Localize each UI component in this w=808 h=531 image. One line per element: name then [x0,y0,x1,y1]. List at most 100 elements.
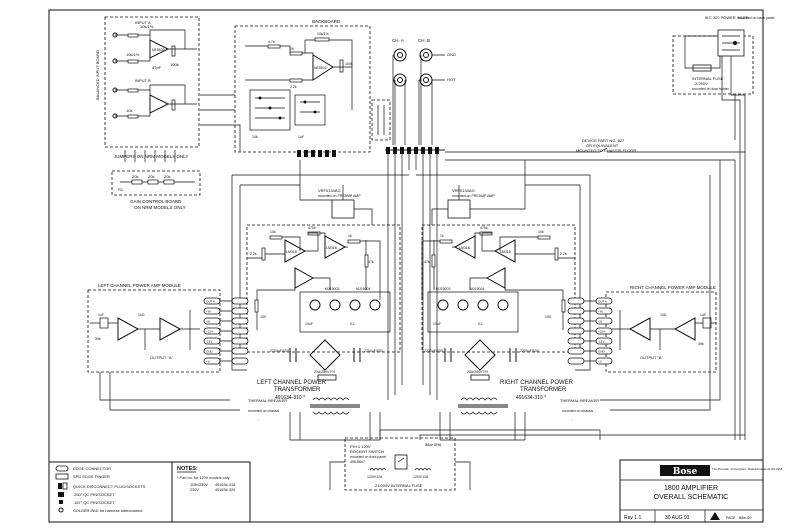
bi-part-8: 10k [126,108,132,113]
date-label: 30 AUG 93 [665,515,690,521]
switch-title: PH+1 120V [350,444,371,449]
left-part-1: 10k [270,230,276,234]
left-cap-2: 2200uF/63V [364,349,384,353]
left-power-amp-module: LEFT CHANNEL POWER AMP MODULE 1uF 39k 10… [87,283,249,373]
gain-part-1: 20k [132,174,138,179]
left-transistors-2: MJ15004 [356,287,370,291]
right-part-8: 0.1 [478,322,483,326]
left-fuse: 20A/250V FH [314,370,335,374]
lm-pin-1: OUT A [206,300,215,304]
sheet-border [48,9,764,523]
right-power-amp-module: RIGHT CHANNEL POWER AMP MODULE 1uF 39k 1… [567,285,717,373]
rm-pin-2: +IN [598,310,603,314]
right-thermal-note: mounted on chassis [562,409,593,413]
balanced-input-board: BALANCED INPUT BOARD 10k/1% 10k/1% 100k … [95,16,200,162]
legend-item-3: QUICK DISCONNECT PLUG/SOCKETS [73,484,146,489]
left-part-7: 10uF [305,322,313,326]
breaker-line2: OR EQUIVALENT [586,143,619,148]
notes-line3b: 491634-320 [215,488,235,492]
rm-pin-7: +V [598,360,602,364]
legend-item-1: EDGE CONNECTOR [73,466,111,471]
lm-part-2: 39k [95,337,101,341]
rm-pin-6: GND [598,350,606,354]
fuse-label: INTERNAL FUSE [692,76,724,81]
switch-relay-1: 120V/12A [367,475,383,479]
right-part-no: 491634-310 * [516,395,546,401]
right-part-1: 10k [538,230,544,234]
switch-line2: ROCKER SWITCH [350,449,384,454]
right-module-title: RIGHT CHANNEL POWER AMP MODULE [630,285,716,290]
switch-line3: mounted on front panel [350,455,386,459]
bb-part-2: 2k [290,47,294,51]
brand-sub: The Mountain, Framingham, Massachusetts … [712,467,783,471]
right-part-3: 1k [440,234,444,238]
right-transistors: MJ15003 [436,287,450,291]
left-part-3: 1k [348,234,352,238]
switch-relay-2: 120V/12A [413,475,429,479]
hot-label: HOT [447,77,456,82]
left-thermal-value: - [258,417,260,421]
left-part-no: 491634-310 * [275,395,305,401]
fuse-value: 2/250V [695,81,708,86]
right-part-4: 47k [424,260,430,264]
right-transformer-sub: TRANSFORMER [520,387,567,393]
rm-part-2: 39k [698,342,704,346]
bi-part-1: 10k/1% [140,24,154,29]
notes-line1: * Part no. for 120V models only. [177,476,230,480]
bi-part-4: 47pF [152,65,162,70]
sheet-label: PAGE [726,516,736,520]
right-regulator: VRF0134AG [452,188,475,193]
backboard-title: BACKBOARD [312,19,341,24]
ch-a-label: CH. A [392,38,404,43]
iec-mount-note: mounted on back panel [738,16,775,20]
legend-item-4: .250" QC PIN/SOCKET [73,492,115,497]
balanced-input-title: BALANCED INPUT BOARD [95,50,100,100]
lm-pin-6: GND [206,350,214,354]
left-transformer-sub: TRANSFORMER [274,387,321,393]
rm-pin-1: OUT A [598,300,607,304]
gain-part-4: R1 [118,187,124,192]
power-switch-block: PH+1 120V ROCKER SWITCH mounted on front… [329,429,745,491]
fuse-note: mounted on fuse holder [692,87,730,91]
rev-label: Rev 1.1 [624,515,641,521]
right-thermal-value: - [572,417,574,421]
right-opamp-2: LM318 [459,246,470,250]
breaker-note: DEVICE PART NO. 827 OR EQUIVALENT MOUNTE… [445,138,745,440]
left-amplifier: VRF0134AG mounted on PREAMP AMP LM318 LM… [231,160,409,441]
bb-part-4: 100k [345,62,353,66]
bi-part-7: NE5532 [152,48,165,52]
left-output-label: OUTPUT "A" [150,355,174,360]
right-part-2: 470k [480,226,488,230]
title-block: Bose The Mountain, Framingham, Massachus… [619,459,783,523]
bi-part-2: 10k/1% [126,52,140,57]
output-jacks: CH. A CH. B GND HOT [392,38,456,145]
right-regulator-note: mounted on PREAMP AMP [452,194,495,198]
right-fuse: 20A/250V FH [467,370,488,374]
notes-block: NOTES: * Part no. for 120V models only. … [171,461,251,523]
right-opamp-1: LM318 [500,250,511,254]
lm-part-1: 1uF [98,313,104,317]
drawing-name: OVERALL SCHEMATIC [654,494,729,501]
power-entry: IEC 320 POWER INLET mounted on back pane… [672,15,775,440]
rm-part-3: 10Ω [660,313,667,317]
left-transformer-title: LEFT CHANNEL POWER [257,380,327,386]
harness-wires [99,94,721,411]
right-part-5: 2.2k [560,252,567,256]
rm-pin-4: +15V [598,330,605,334]
lm-pin-5: -15V [206,340,212,344]
left-thermal-note: mounted on chassis [248,409,279,413]
notes-line2b: 491634-318 [215,483,235,487]
notes-title: NOTES: [177,466,198,472]
gain-board-subtitle: ON NRM MODELS ONLY [134,205,186,210]
legend-item-2: SPD EDGE FINGER [73,474,110,479]
rm-part-1: 1uF [700,313,706,317]
bb-opamp-label: NE5532 [314,66,327,70]
gain-control-board: 20k 20k 20k R1 GAIN CONTROL BOARD ON NRM… [111,170,201,210]
right-transistors-2: MJ15004 [470,287,484,291]
lm-part-3: 10Ω [138,313,145,317]
notes-line2a: 115v/230V [190,483,208,487]
product-name: 1800 AMPLIFIER [664,485,718,492]
left-part-2: 470k [308,226,316,230]
gnd-label: GND [447,52,456,57]
